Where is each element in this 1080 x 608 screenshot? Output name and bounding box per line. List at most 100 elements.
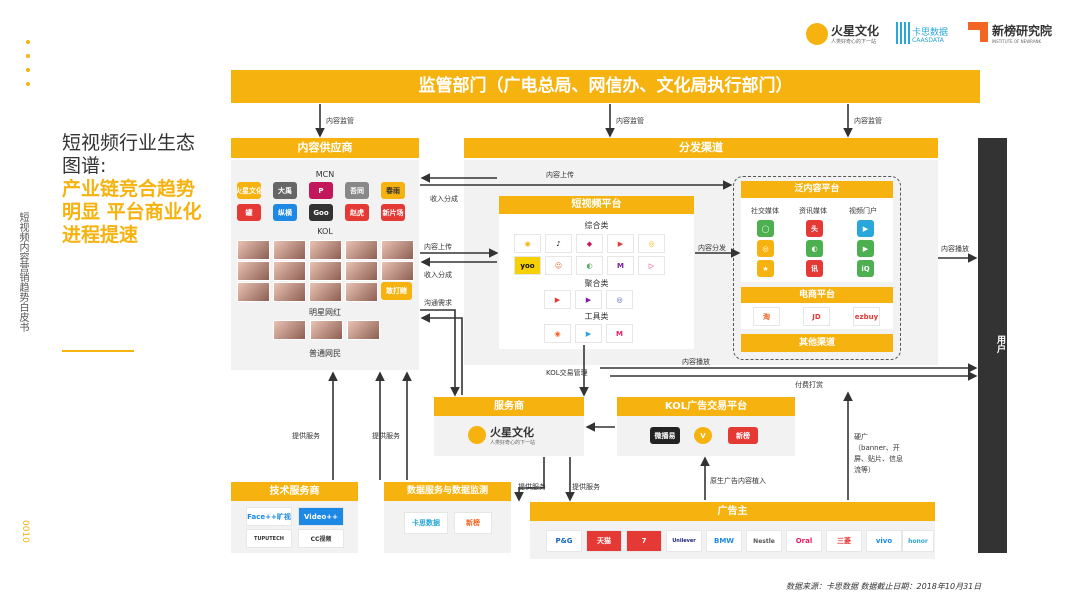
title-underline [62,350,134,352]
app-logo: ▶ [857,240,874,257]
tech-logo: TUPUTECH [246,529,292,548]
edge-label: 内容播放 [682,358,710,366]
app-logo: yoo [514,256,541,275]
ecommerce-header: 电商平台 [741,287,893,303]
advertiser-logos: P&G 天猫 7 Unilever BMW Nestle Oral 三菱 viv… [546,530,934,552]
edge-label: 提供服务 [292,432,320,440]
kol-platform-logo: V [694,427,712,444]
app-logo: ▶ [857,220,874,237]
header-logo-caasdata: 卡思数据 CAASDATA [896,20,962,48]
caasdata-name: 卡思数据 [912,28,949,38]
mcn-logo: 吾同 [345,182,369,199]
huoxing-name: 火星文化 [831,24,880,38]
sidebar-title: 短视频行业生态图谱: 产业链竞合趋势明显 平台商业化进程提速 [62,132,212,247]
star-photo [310,320,343,340]
advertiser-logo: honor [902,530,934,552]
header-logo-newrank: 新榜研究院 INSTITUTE OF NEWRANK [968,20,1068,48]
data-service-header: 数据服务与数据监测 [384,482,511,501]
mcn-logo: 赵虎 [345,204,369,221]
ecommerce-logos: 淘 JD ezbuy [751,307,883,326]
edge-label: 硬广（banner、开屏、贴片、信息流等） [854,433,903,474]
pan-content-dashed [733,176,901,360]
app-logo: ▶ [575,324,602,343]
kol-platform-header: KOL广告交易平台 [617,397,795,416]
app-logo: ▷ [638,256,665,275]
common-label: 普通网民 [309,349,341,358]
kol-photo [309,261,342,281]
kol-photos: 敢打赌 [237,240,414,302]
app-logo: ◯ [757,220,774,237]
kol-platform-logo: 微播易 [650,427,680,444]
mcn-logo: 新片场 [381,204,405,221]
pan-col-video: 视频门户 [849,207,877,215]
app-logo: ◆ [576,234,603,253]
tech-logos: Face++旷视 Video++ TUPUTECH CC视频 [246,507,346,549]
kol-photo [273,261,306,281]
kol-photo [345,240,378,260]
kol-photo [381,240,414,260]
header-logo-huoxing: 火星文化 人类好奇心的下一站 [806,22,888,48]
huoxing-icon [806,23,828,45]
newrank-icon [968,22,988,42]
huoxing-slogan: 人类好奇心的下一站 [831,39,877,45]
mcn-logo: 大禹 [273,182,297,199]
edge-label: 提供服务 [372,432,400,440]
data-logo: 卡思数据 [404,512,448,534]
kol-photo [381,261,414,281]
user-box [978,138,1007,553]
ecom-logo: JD [803,307,830,326]
mcn-logo: 纵横 [273,204,297,221]
decor-dot [26,40,30,44]
pan-col-news: 资讯媒体 [799,207,827,215]
app-logo: ◎ [757,240,774,257]
kol-photo [237,261,270,281]
distribution-header: 分发渠道 [464,138,938,158]
kol-photo [273,282,306,302]
star-photo [347,320,380,340]
mcn-logo: 火星文化 [237,182,261,199]
service-logo-name: 火星文化 [490,426,534,439]
edge-label: 内容上传 [424,243,452,251]
kol-photo [345,261,378,281]
sv-cat-general: 综合类 [584,221,609,230]
advertiser-logo: vivo [866,530,902,552]
vertical-title: 短视频内容营销趋势白皮书 [17,212,28,332]
caasdata-bars-icon [896,22,910,44]
advertiser-logo: Unilever [666,530,702,552]
app-logo: ▶ [607,234,634,253]
edge-label: 内容分发 [698,244,726,252]
pan-logos: ◯ 头 ▶ ◎ ◐ ▶ ★ 讯 iQ [753,220,883,278]
app-logo: ◎ [606,290,633,309]
mcn-logo: 罐 [237,204,261,221]
tech-logo: CC视频 [298,529,344,548]
ecom-logo: 淘 [753,307,780,326]
sv-tool-logos: ◉ ▶ M [544,324,654,343]
advertiser-logo: 7 [626,530,662,552]
edge-label: 内容监管 [616,117,644,125]
kol-platform-logos: 微播易 V 新榜 [650,427,770,445]
newrank-name: 新榜研究院 [992,24,1053,38]
star-photo [273,320,306,340]
sv-cat-aggregate: 聚合类 [584,279,609,288]
edge-label: 内容上传 [546,171,574,179]
data-logo: 新榜 [454,512,492,534]
app-logo: ▶ [544,290,571,309]
tech-logo: Face++旷视 [246,507,292,526]
edge-label: 内容监管 [854,117,882,125]
other-channel-box: 其他渠道 [741,334,893,352]
advertiser-logo: P&G [546,530,582,552]
app-logo: 讯 [806,260,823,277]
kol-photo [237,282,270,302]
mcn-label: MCN [315,170,335,179]
app-logo: ◐ [576,256,603,275]
caasdata-en: CAASDATA [912,37,944,44]
app-logo: ◎ [638,234,665,253]
edge-label: 内容监管 [326,117,354,125]
edge-label: 收入分成 [424,271,452,279]
decor-dot [26,82,30,86]
service-logo: 火星文化 人类好奇心的下一站 [468,424,558,448]
service-panel [434,416,584,456]
mcn-logo: Goo [309,204,333,221]
mcn-logos: 火星文化 大禹 P 吾同 春雨 罐 纵横 Goo 赵虎 新片场 [237,182,413,222]
edge-label: 收入分成 [430,195,458,203]
